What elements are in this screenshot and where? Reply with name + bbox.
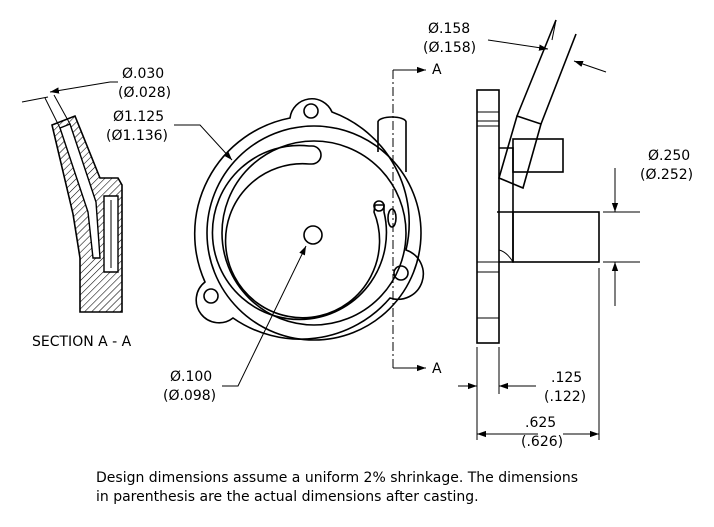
wall-dim-actual: (Ø.028) [118, 85, 171, 101]
side-top-boss [512, 138, 564, 173]
side-main-boss [512, 211, 600, 263]
side-angled-port [498, 114, 542, 190]
boss-dim-actual: (Ø.252) [640, 167, 693, 183]
bore-circle [221, 140, 407, 326]
cut-letter-top: A [432, 62, 442, 78]
side-flange-plate [476, 89, 500, 344]
depth-dim-actual: (.626) [521, 434, 563, 450]
caption-note: Design dimensions assume a uniform 2% sh… [96, 469, 696, 507]
spiral-port [387, 208, 397, 228]
depth-dim-design: .625 [525, 415, 556, 431]
center-hole [303, 225, 323, 245]
boss-dim-design: Ø.250 [648, 148, 690, 164]
cut-letter-bottom: A [432, 361, 442, 377]
port-dim-design: Ø.158 [428, 21, 470, 37]
section-label: SECTION A - A [32, 334, 132, 350]
bore-dim-actual: (Ø1.136) [106, 128, 168, 144]
caption-line-2: in parenthesis are the actual dimensions… [96, 489, 479, 505]
center-hole-dim-design: Ø.100 [170, 369, 212, 385]
port-dim-actual: (Ø.158) [423, 40, 476, 56]
section-view [21, 81, 123, 313]
thickness-dim-actual: (.122) [544, 389, 586, 405]
lobe-hole-left [203, 288, 219, 304]
lobe-hole-right [393, 265, 409, 281]
front-view [174, 66, 426, 387]
lobe-hole-top [303, 103, 319, 119]
flange-outline [193, 98, 425, 340]
body-outer-circle [206, 125, 422, 341]
thickness-dim-design: .125 [551, 370, 582, 386]
center-hole-dim-actual: (Ø.098) [163, 388, 216, 404]
spiral-end-hole [373, 200, 385, 212]
side-view [458, 19, 640, 440]
caption-line-1: Design dimensions assume a uniform 2% sh… [96, 470, 579, 486]
spiral-channel [211, 144, 388, 321]
wall-dim-design: Ø.030 [122, 66, 164, 82]
top-boss [377, 116, 407, 172]
bore-dim-design: Ø1.125 [113, 109, 164, 125]
